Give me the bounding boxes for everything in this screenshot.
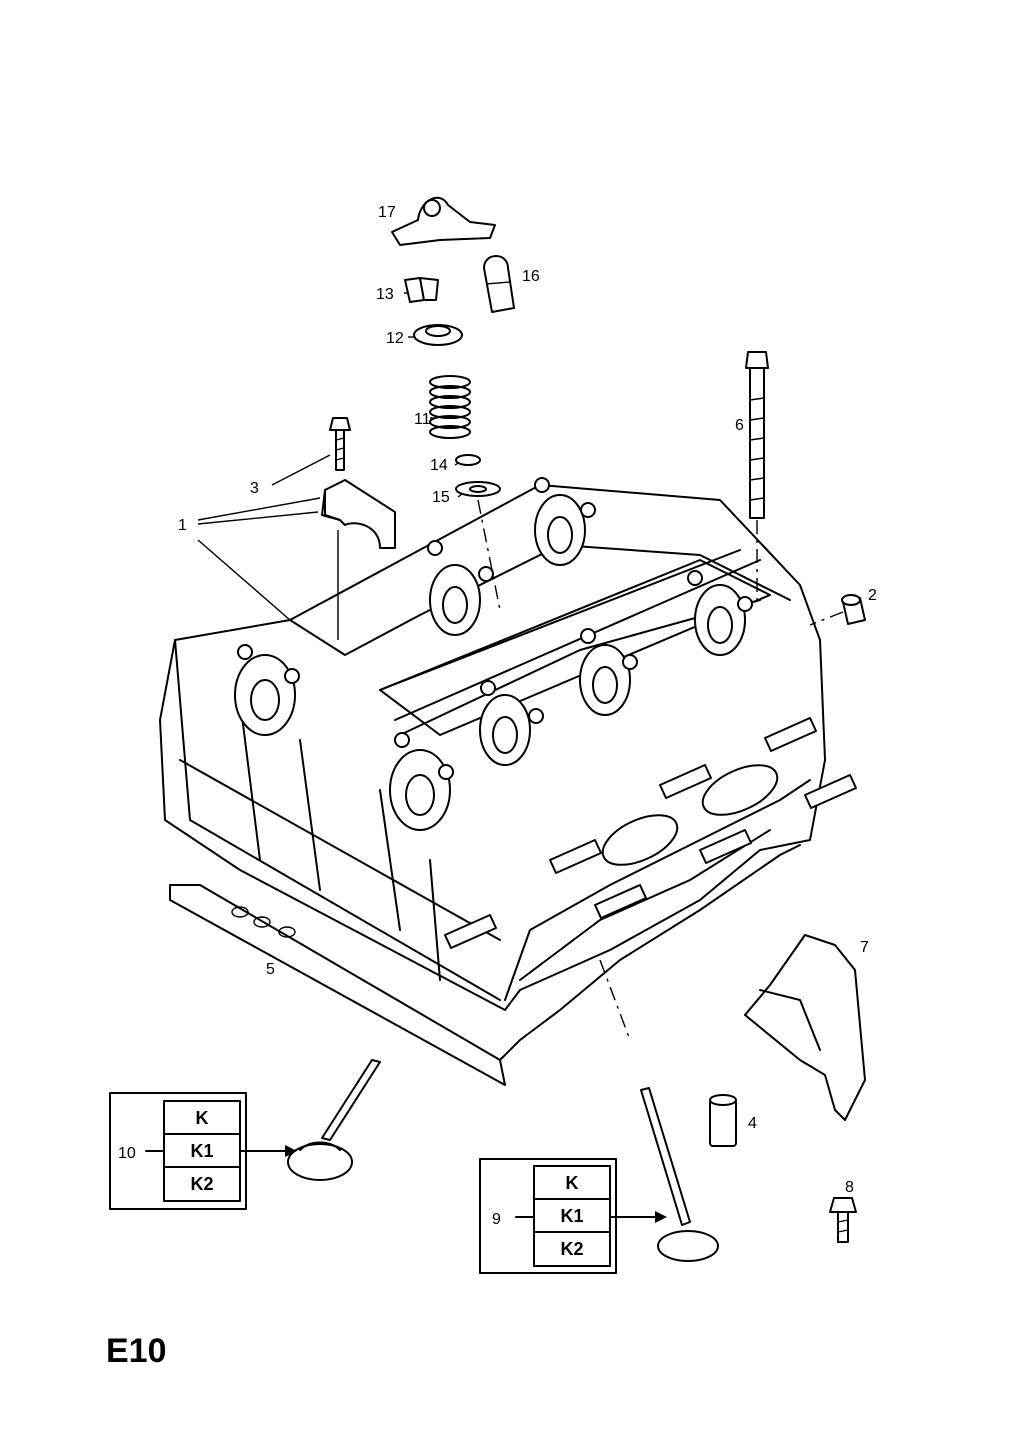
part-13-valve-keepers xyxy=(404,277,439,303)
diagram-code: E10 xyxy=(106,1332,167,1370)
part-9-exhaust-valve xyxy=(640,1087,719,1262)
part-2-plug xyxy=(809,594,866,626)
callout-10: 10 xyxy=(118,1145,136,1162)
part-3-cap-bolt xyxy=(329,417,351,471)
callout-11: 11 xyxy=(414,411,431,428)
variant-table-9: K K1 K2 xyxy=(479,1158,667,1274)
part-10-intake-valve xyxy=(287,1059,381,1181)
part-4-dowel-sleeve xyxy=(709,1094,737,1147)
table-10-row-k: K xyxy=(196,1108,209,1128)
callout-6: 6 xyxy=(735,417,744,434)
callout-17: 17 xyxy=(378,204,396,221)
callout-14: 14 xyxy=(430,457,448,474)
callout-5: 5 xyxy=(266,961,275,978)
part-5-head-gasket xyxy=(169,844,801,1086)
cylinder-head xyxy=(159,477,857,1011)
part-1-bearing-cap xyxy=(321,479,396,549)
callout-7: 7 xyxy=(860,939,869,956)
callout-8: 8 xyxy=(845,1179,854,1196)
callout-2: 2 xyxy=(868,587,877,604)
variant-table-10: K K1 K2 xyxy=(109,1092,297,1210)
callout-16: 16 xyxy=(522,268,540,285)
callout-3: 3 xyxy=(250,480,259,497)
part-15-spring-seat xyxy=(455,481,501,611)
table-10-row-k1: K1 xyxy=(190,1141,213,1161)
callout-13: 13 xyxy=(376,286,394,303)
table-9-row-k: K xyxy=(566,1173,579,1193)
part-12-spring-retainer xyxy=(413,324,463,346)
part-14-stem-seal xyxy=(455,454,481,466)
table-9-row-k1: K1 xyxy=(560,1206,583,1226)
leader-lines xyxy=(197,292,463,640)
part-8-bolt xyxy=(829,1197,857,1243)
part-11-valve-spring xyxy=(429,375,471,439)
callout-9: 9 xyxy=(492,1211,501,1228)
callout-12: 12 xyxy=(386,330,404,347)
part-7-bracket xyxy=(744,934,866,1121)
part-17-rocker-arm xyxy=(391,196,496,246)
part-6-head-bolt xyxy=(745,351,769,600)
callout-4: 4 xyxy=(748,1115,757,1132)
callout-15: 15 xyxy=(432,489,450,506)
table-9-row-k2: K2 xyxy=(560,1239,583,1259)
part-16-hydraulic-lifter xyxy=(483,255,515,313)
table-10-row-k2: K2 xyxy=(190,1174,213,1194)
callout-1: 1 xyxy=(178,517,187,534)
callouts: 1 2 3 4 5 6 7 8 9 10 11 12 13 14 15 16 1… xyxy=(118,204,877,1228)
